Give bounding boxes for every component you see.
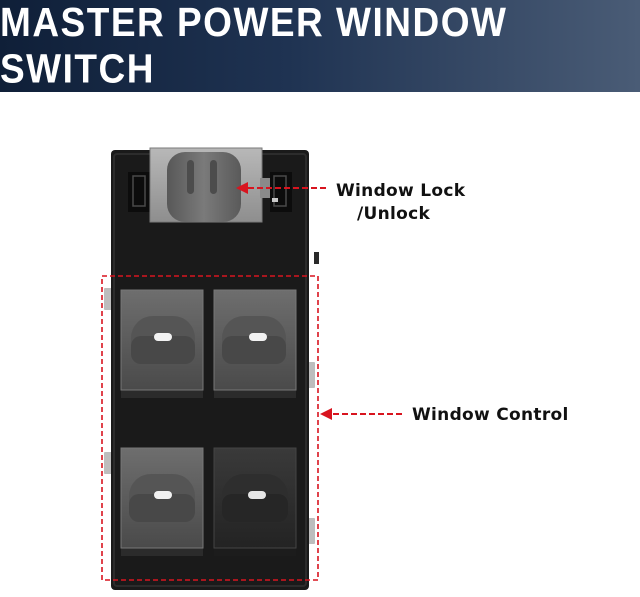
lock-callout-label: Window Lock (336, 181, 466, 201)
lock-switch-assembly (128, 147, 292, 223)
banner-title: MASTER POWER WINDOW SWITCH (0, 0, 508, 92)
control-callout-label: Window Control (412, 405, 569, 425)
lock-callout-label-line2: /Unlock (357, 204, 431, 224)
window-buttons (120, 289, 297, 556)
header-banner: MASTER POWER WINDOW SWITCH (0, 0, 640, 92)
window-control-frame (101, 275, 319, 581)
control-callout-arrow (320, 408, 402, 420)
lock-toggle (167, 152, 241, 222)
lock-callout-arrow (236, 182, 326, 194)
